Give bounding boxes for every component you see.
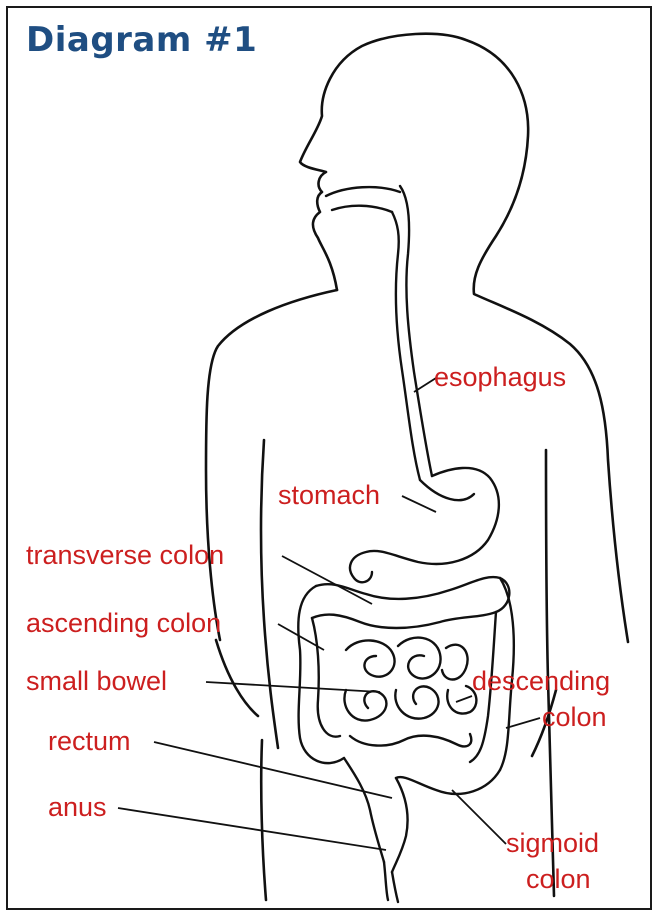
leader-anus: [118, 808, 386, 850]
label-sigmoid-colon-line2: colon: [526, 866, 591, 893]
left-arm-inner: [261, 440, 278, 748]
leader-rectum: [154, 742, 392, 798]
body-outline: [300, 34, 628, 642]
leader-small-bowel: [206, 682, 380, 692]
label-descending-colon-line2: colon: [542, 704, 607, 731]
label-rectum: rectum: [48, 728, 131, 755]
label-ascending-colon: ascending colon: [26, 610, 221, 637]
transverse-colon-shape: [312, 577, 509, 628]
esophagus-tube: [392, 212, 420, 480]
leader-transverse-colon: [282, 556, 372, 604]
oral-cavity: [326, 187, 400, 196]
label-descending-colon-line1: descending: [472, 668, 610, 695]
label-anus: anus: [48, 794, 107, 821]
leader-stomach: [402, 496, 436, 512]
left-torso-side: [261, 740, 266, 900]
left-shoulder-outline: [206, 290, 337, 640]
ascending-colon-inner: [312, 618, 340, 737]
esophagus-tube-back: [400, 186, 432, 476]
label-esophagus: esophagus: [434, 364, 566, 391]
nasal-cavity: [332, 206, 392, 212]
label-stomach: stomach: [278, 482, 380, 509]
left-forearm: [216, 640, 258, 716]
leader-esophagus: [414, 378, 436, 392]
rectum-shape: [344, 758, 408, 872]
sigmoid-colon-shape: [396, 770, 500, 794]
label-small-bowel: small bowel: [26, 668, 167, 695]
label-sigmoid-colon-line1: sigmoid: [506, 830, 599, 857]
anus-shape: [384, 862, 398, 902]
label-transverse-colon: transverse colon: [26, 542, 224, 569]
leader-sigmoid-colon: [452, 790, 506, 844]
stomach-inner: [420, 480, 474, 500]
